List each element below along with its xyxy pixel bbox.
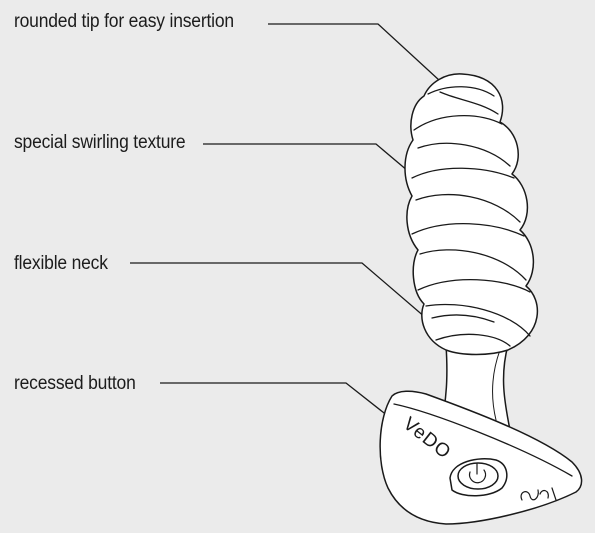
power-button-icon (468, 463, 487, 484)
ridge (425, 303, 531, 337)
swirl-ridges (411, 86, 531, 347)
callout-flexible-neck: flexible neck (14, 253, 108, 274)
callout-swirling-texture: special swirling texture (14, 132, 186, 153)
callout-recessed-button: recessed button (14, 373, 136, 394)
ridge (435, 333, 511, 347)
leader-line-neck (130, 262, 434, 325)
device-illustration: VeDO (379, 73, 583, 525)
ridge (413, 115, 503, 131)
ridge (411, 222, 525, 237)
leader-line-tip (268, 23, 453, 93)
leader-lines (130, 23, 453, 425)
ridge (427, 86, 495, 97)
button-cap (457, 462, 499, 490)
callout-rounded-tip: rounded tip for easy insertion (14, 11, 234, 32)
base-top-rim (393, 403, 573, 477)
leader-line-button (160, 382, 399, 425)
neck-shading (492, 349, 501, 421)
device-base (379, 390, 583, 525)
recessed-button (449, 458, 508, 497)
ridge (439, 91, 499, 115)
ridge (431, 314, 495, 323)
ridge (417, 142, 511, 167)
ridge (411, 167, 515, 179)
brand-logo-icon (520, 487, 557, 501)
ridge (415, 193, 521, 223)
ridge (417, 278, 531, 293)
ridge (419, 249, 527, 281)
